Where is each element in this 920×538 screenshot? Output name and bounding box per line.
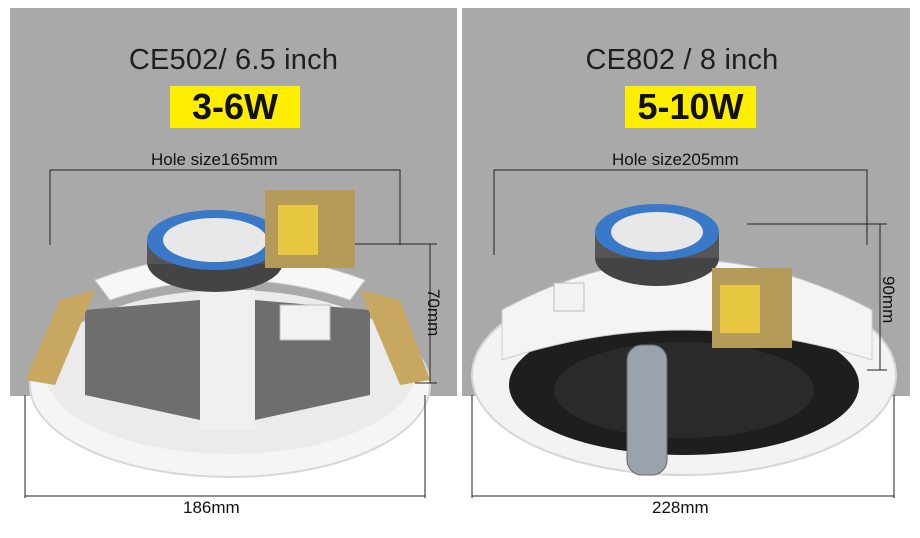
speaker-ce502-photo	[24, 169, 437, 498]
width-dimension: 228mm	[652, 498, 709, 517]
height-dimension: 90mm	[879, 276, 898, 324]
model-label: CE802 / 8 inch	[585, 44, 779, 76]
product-panel-ce802: CE802 / 8 inch 5-10W Hole size205mm 228m…	[462, 0, 920, 538]
hole-size-label: Hole size165mm	[151, 150, 278, 169]
product-panel-ce502: CE502/ 6.5 inch 3-6W Hole size165mm 186m…	[0, 0, 457, 538]
power-badge: 5-10W	[625, 86, 756, 128]
power-badge: 3-6W	[170, 86, 300, 128]
width-dimension: 186mm	[183, 498, 240, 517]
height-dimension: 70mm	[424, 289, 443, 337]
hole-size-label: Hole size205mm	[612, 150, 739, 169]
model-label: CE502/ 6.5 inch	[128, 44, 339, 76]
speaker-ce802-photo	[471, 169, 897, 498]
